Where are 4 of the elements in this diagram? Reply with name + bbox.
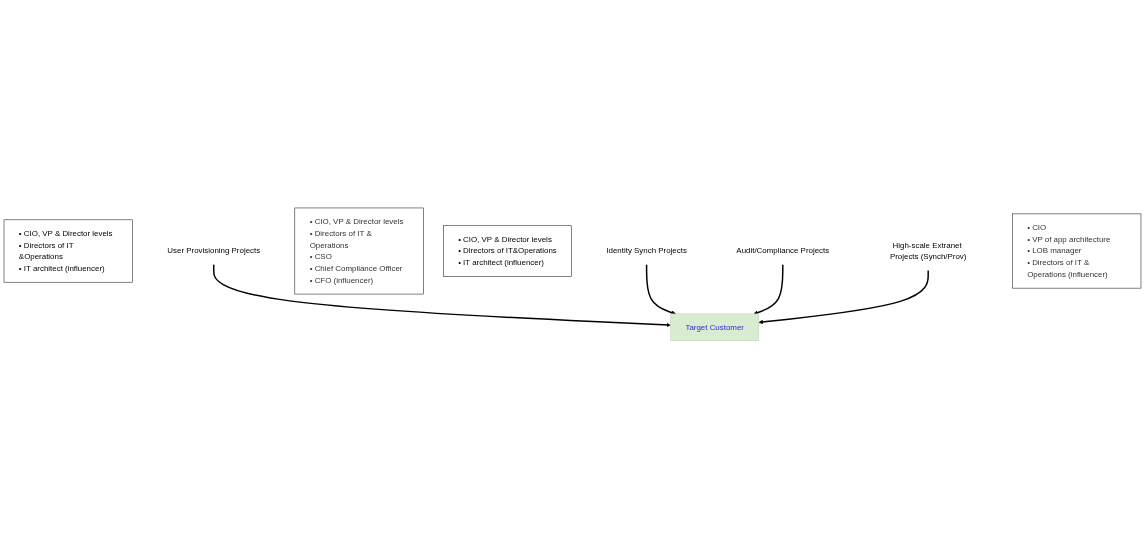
arrow [753,263,784,315]
arrow [758,269,929,324]
arrow [213,263,671,327]
arrow [645,263,676,315]
